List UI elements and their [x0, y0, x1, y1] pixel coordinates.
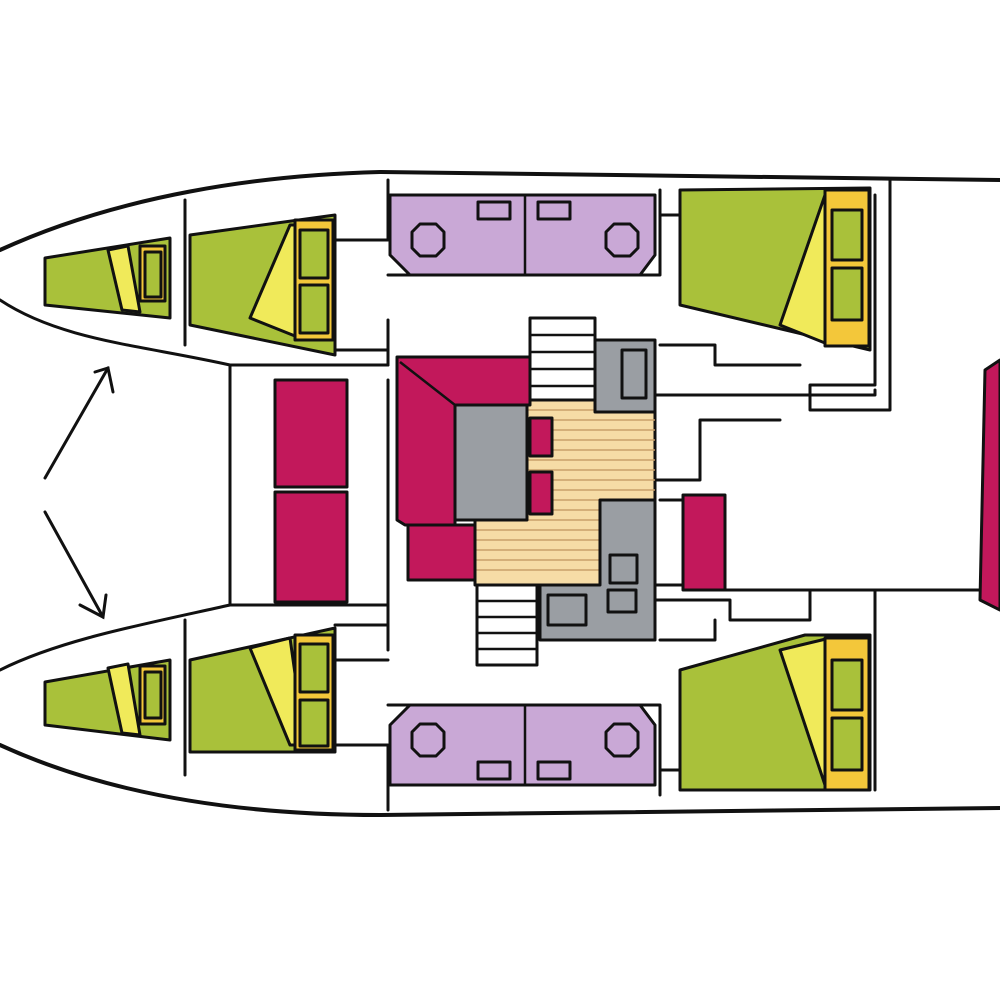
companionway-steps-upper	[528, 316, 597, 402]
direction-arrows	[43, 366, 115, 620]
berth-cabin-lower-right	[678, 633, 872, 792]
hull-outline	[0, 170, 1000, 817]
forward-seating	[978, 358, 1000, 612]
berth-bow-upper	[43, 236, 172, 320]
cockpit-seating	[273, 378, 349, 604]
berth-cabin-lower-left	[188, 626, 337, 754]
companionway-steps-lower	[475, 583, 539, 667]
berth-cabin-upper-right	[678, 186, 872, 352]
saloon-settee	[395, 355, 554, 582]
saloon-table	[453, 403, 529, 522]
head-upper	[388, 193, 657, 277]
nav-seat	[681, 493, 727, 592]
berth-cabin-upper-left	[188, 213, 337, 357]
galley-counter	[538, 498, 657, 642]
head-lower	[388, 703, 657, 787]
fridge-unit	[593, 338, 657, 414]
berth-bow-lower	[43, 658, 172, 742]
